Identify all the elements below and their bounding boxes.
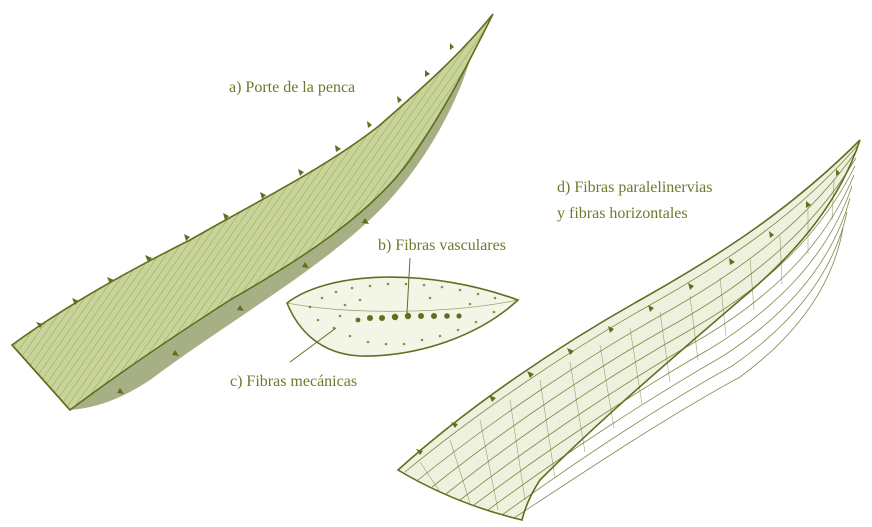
leaf-penca bbox=[12, 14, 493, 410]
label-mechanical-fibers: c) Fibras mecánicas bbox=[230, 374, 357, 390]
label-vascular-fibers: b) Fibras vasculares bbox=[378, 238, 506, 254]
label-leaf-penca: a) Porte de la penca bbox=[229, 80, 355, 96]
label-horizontal-fibers: y fibras horizontales bbox=[557, 206, 688, 222]
leaf-cross-section bbox=[287, 258, 518, 362]
label-parallel-fibers: d) Fibras paralelinervias bbox=[557, 180, 713, 196]
cross-section-outline bbox=[287, 277, 518, 356]
